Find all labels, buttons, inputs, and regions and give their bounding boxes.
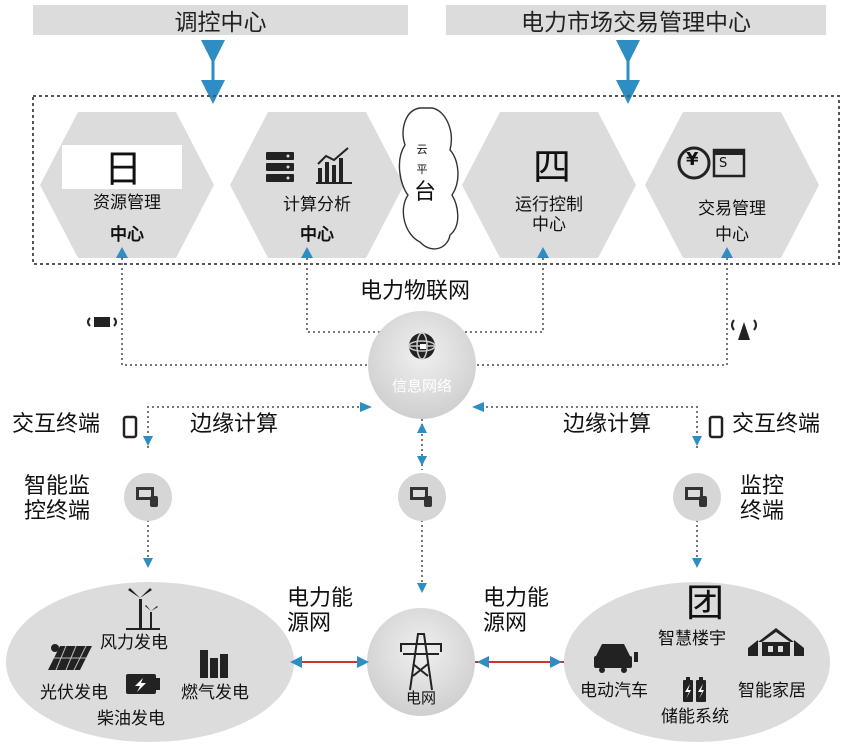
- gas-plant-icon: [200, 650, 228, 678]
- compute-center-hexagon: [230, 112, 404, 258]
- cloud-shape: [398, 107, 459, 250]
- smart-home-label: 智能家居: [738, 681, 806, 701]
- right-monitor-line2: 终端: [740, 499, 785, 525]
- bar-chart-icon: [316, 147, 352, 184]
- grid-label: 电网: [405, 689, 436, 707]
- consumption-ellipse: [564, 582, 830, 742]
- yen-symbol: ¥: [686, 149, 699, 170]
- right-monitor-label: 监控 终端: [740, 474, 784, 525]
- operation-center-line2: 中心: [532, 214, 566, 235]
- left-energy-net-line1: 电力能: [287, 586, 354, 611]
- power-pylon-icon: [400, 633, 442, 691]
- trade-center-line1: 交易管理: [698, 199, 766, 219]
- info-network-label: 信息网络: [391, 377, 452, 395]
- electric-car-icon: [594, 644, 638, 673]
- right-phone-icon: [708, 415, 724, 439]
- globe-icon: [408, 332, 436, 360]
- resource-center-line2: 中心: [110, 224, 144, 245]
- right-monitor-line1: 监控: [740, 474, 785, 499]
- compute-center-line2: 中心: [300, 224, 334, 245]
- gas-power-label: 燃气发电: [181, 683, 249, 703]
- operation-center-line1: 运行控制: [515, 195, 583, 215]
- generation-ellipse: [6, 582, 294, 742]
- trade-center-line2: 中心: [715, 224, 749, 245]
- left-edge-computing-label: 边缘计算: [190, 412, 279, 437]
- wind-power-label: 风力发电: [100, 633, 168, 653]
- dispatch-center-label: 调控中心: [174, 10, 267, 36]
- left-phone-icon: [122, 415, 138, 439]
- operation-center-hexagon: [462, 112, 636, 258]
- solar-panel-icon: [48, 644, 92, 671]
- resource-center-title: 资源管理 中心: [72, 193, 182, 245]
- left-energy-net-label: 电力能 源网: [287, 586, 353, 637]
- market-center-box: 电力市场交易管理中心: [446, 5, 826, 36]
- monitor-icon: [136, 487, 707, 507]
- server-rack-icon: [266, 152, 294, 182]
- storage-label: 储能系统: [661, 707, 729, 727]
- right-edge-computing-label: 边缘计算: [563, 412, 652, 437]
- smart-building-label: 智慧楼宇: [658, 629, 726, 649]
- left-energy-net-line2: 源网: [287, 611, 332, 637]
- resource-center-line1: 资源管理: [93, 193, 161, 213]
- left-monitor-line1: 智能监: [24, 474, 91, 499]
- resource-center-mask: [62, 145, 182, 189]
- operation-center-title: 运行控制 中心: [494, 195, 604, 235]
- energy-links: [290, 656, 564, 668]
- compute-center-title: 计算分析 中心: [262, 195, 372, 245]
- dispatch-center-box: 调控中心: [33, 5, 408, 36]
- info-network-circle: [368, 311, 476, 419]
- market-center-label: 电力市场交易管理中心: [521, 10, 751, 36]
- diesel-generator-icon: [126, 674, 160, 694]
- right-terminal-label: 交互终端: [732, 412, 821, 437]
- operation-center-glyph: 四: [533, 145, 572, 189]
- left-monitor-label: 智能监 控终端: [24, 474, 90, 525]
- trade-screen-text: S: [719, 156, 728, 171]
- resource-center-glyph: 日: [104, 147, 143, 191]
- cloud-char-3: 台: [413, 180, 436, 205]
- diesel-power-label: 柴油发电: [97, 709, 165, 729]
- right-energy-net-line2: 源网: [483, 611, 528, 637]
- left-terminal-label: 交互终端: [12, 412, 101, 437]
- wind-turbine-icon: [126, 588, 160, 630]
- left-monitor-line2: 控终端: [24, 499, 91, 525]
- cloud-char-1: 云: [416, 143, 428, 156]
- iot-dotted-links: [121, 258, 728, 366]
- grid-circle: [367, 608, 475, 716]
- iot-label: 电力物联网: [360, 279, 471, 304]
- payment-screen-icon: [712, 148, 746, 178]
- antenna-tower-icon: [731, 319, 757, 340]
- yen-coin-icon: [677, 146, 711, 180]
- hexagon-arrows: [116, 247, 733, 258]
- smart-home-icon: [748, 628, 804, 656]
- battery-storage-icon: [683, 677, 706, 702]
- wireless-node-icon: [87, 317, 117, 327]
- cloud-char-2: 平: [416, 163, 428, 176]
- consumption-glyph: 团: [686, 581, 725, 625]
- trade-center-title: 交易管理 中心: [677, 199, 787, 245]
- edge-arrowheads: [143, 402, 702, 593]
- right-energy-net-label: 电力能 源网: [483, 586, 549, 637]
- right-energy-net-line1: 电力能: [483, 586, 550, 611]
- solar-power-label: 光伏发电: [40, 683, 108, 703]
- edge-links: [147, 406, 698, 590]
- ev-label: 电动汽车: [580, 681, 648, 701]
- compute-center-line1: 计算分析: [283, 195, 351, 215]
- cloud-platform-border: [32, 95, 840, 265]
